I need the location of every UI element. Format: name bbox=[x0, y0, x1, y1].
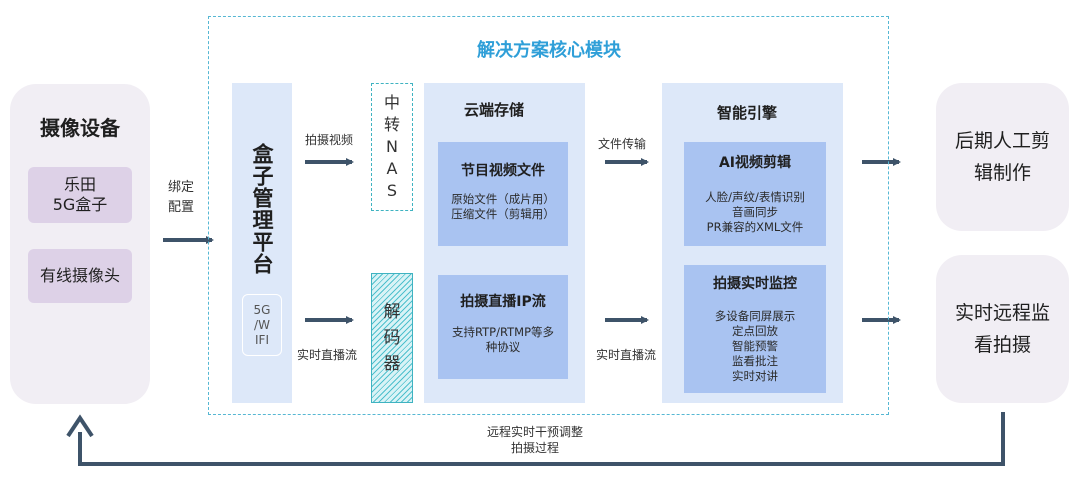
core-module-title: 解决方案核心模块 bbox=[477, 40, 621, 61]
ai-edit-card: AI视频剪辑 人脸/声纹/表情识别 音画同步 PR兼容的XML文件 bbox=[684, 142, 826, 246]
feedback-loop-line bbox=[78, 412, 1005, 466]
smart-engine-panel: 智能引擎 AI视频剪辑 人脸/声纹/表情识别 音画同步 PR兼容的XML文件 拍… bbox=[662, 83, 843, 403]
ai-edit-title: AI视频剪辑 bbox=[718, 155, 792, 171]
decoder-char: 码 bbox=[383, 328, 401, 348]
capture-video-label: 拍摄视频 bbox=[305, 133, 354, 147]
program-files-line: 压缩文件（剪辑用） bbox=[451, 207, 555, 221]
relay-nas-char: 转 bbox=[383, 115, 400, 134]
bind-config-label: 绑定 配置 bbox=[168, 180, 195, 215]
relay-nas-char: 中 bbox=[383, 93, 400, 112]
ai-edit-line: PR兼容的XML文件 bbox=[706, 220, 804, 234]
ai-edit-line: 音画同步 bbox=[732, 205, 778, 219]
cloud-storage-panel: 云端存储 节目视频文件 原始文件（成片用） 压缩文件（剪辑用） 拍摄直播IP流 … bbox=[424, 83, 585, 403]
live-stream-left-label: 实时直播流 bbox=[297, 348, 358, 362]
cloud-storage-title: 云端存储 bbox=[464, 101, 525, 119]
live-stream-right-label: 实时直播流 bbox=[596, 348, 657, 362]
feedback-label: 远程实时干预调整 拍摄过程 bbox=[486, 425, 583, 455]
relay-nas-box: 中 转 N A S bbox=[371, 83, 413, 211]
letian-5g-box: 乐田 5G盒子 bbox=[28, 167, 132, 223]
decoder-box: 解 码 器 bbox=[371, 273, 413, 403]
ai-edit-line: 人脸/声纹/表情识别 bbox=[705, 190, 805, 204]
box-platform-title-text: 盒子管理平台 bbox=[250, 143, 274, 275]
box-platform-title: 盒子管理平台 bbox=[232, 143, 292, 275]
ip-stream-line: 种协议 bbox=[485, 340, 521, 354]
ip-stream-line: 支持RTP/RTMP等多 bbox=[451, 325, 555, 339]
monitor-line: 智能预警 bbox=[732, 339, 778, 353]
core-module-frame bbox=[208, 16, 889, 415]
camera-device-panel: 摄像设备 乐田 5G盒子 有线摄像头 bbox=[10, 84, 150, 404]
monitor-card: 拍摄实时监控 多设备同屏展示 定点回放 智能预警 监看批注 实时对讲 bbox=[684, 265, 826, 393]
post-production-box: 后期人工剪 辑制作 bbox=[936, 83, 1069, 231]
relay-nas-char: A bbox=[386, 159, 398, 178]
decoder-char: 器 bbox=[383, 354, 401, 374]
feedback-loop-arrowhead bbox=[66, 414, 94, 438]
program-files-card: 节目视频文件 原始文件（成片用） 压缩文件（剪辑用） bbox=[438, 142, 568, 246]
ip-stream-title: 拍摄直播IP流 bbox=[460, 294, 546, 310]
box-platform-panel: 盒子管理平台 5G /W IFI bbox=[232, 83, 292, 403]
remote-monitor-box: 实时远程监 看拍摄 bbox=[936, 255, 1069, 403]
camera-device-title: 摄像设备 bbox=[40, 116, 120, 140]
monitor-line: 定点回放 bbox=[732, 324, 778, 338]
decoder-char: 解 bbox=[383, 302, 401, 322]
relay-nas-char: N bbox=[386, 137, 398, 156]
program-files-line: 原始文件（成片用） bbox=[451, 192, 555, 206]
relay-nas-char: S bbox=[386, 181, 398, 200]
program-files-title: 节目视频文件 bbox=[461, 163, 545, 179]
monitor-line: 实时对讲 bbox=[732, 369, 778, 383]
ip-stream-card: 拍摄直播IP流 支持RTP/RTMP等多 种协议 bbox=[438, 275, 568, 379]
monitor-line: 多设备同屏展示 bbox=[714, 309, 796, 323]
file-transfer-label: 文件传输 bbox=[598, 137, 647, 151]
smart-engine-title: 智能引擎 bbox=[717, 104, 778, 122]
monitor-title: 拍摄实时监控 bbox=[713, 276, 797, 292]
wired-camera: 有线摄像头 bbox=[28, 249, 132, 303]
network-5g-wifi: 5G /W IFI bbox=[242, 294, 282, 356]
monitor-line: 监看批注 bbox=[732, 354, 778, 368]
